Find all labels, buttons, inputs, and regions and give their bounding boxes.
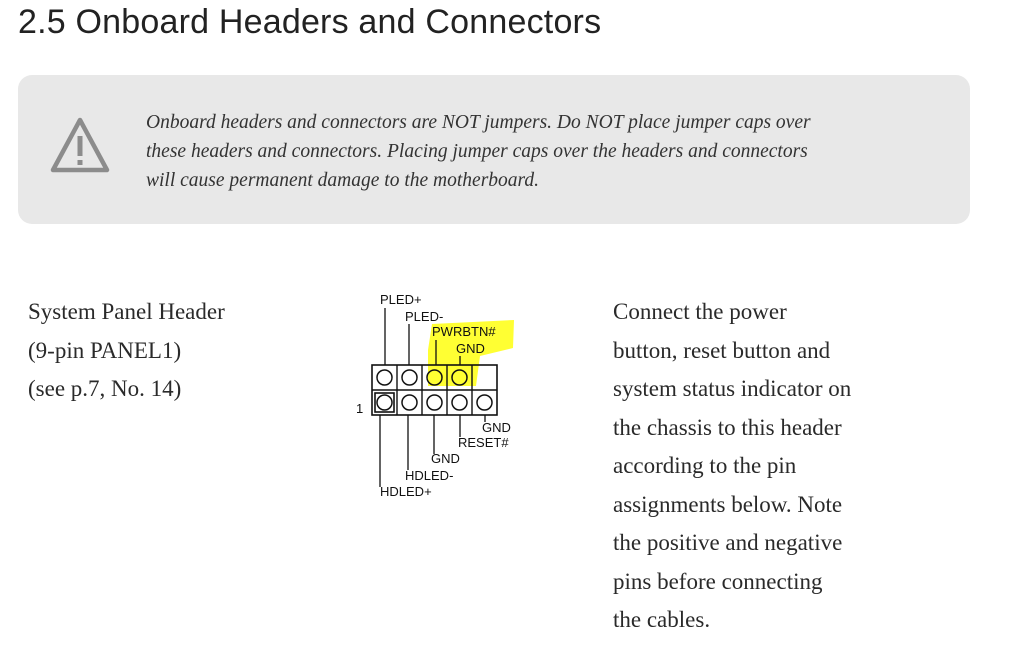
header-reference: (see p.7, No. 14)	[28, 376, 182, 401]
description-line: the chassis to this header	[613, 414, 842, 440]
label-pwrbtn: PWRBTN#	[432, 324, 496, 339]
panel-header-pin-diagram: PLED+ PLED- PWRBTN# GND 1 GND RESET# GND…	[356, 292, 514, 499]
label-pled-minus: PLED-	[405, 309, 443, 324]
label-gnd-right: GND	[482, 420, 511, 435]
warning-line: Onboard headers and connectors are NOT j…	[146, 112, 811, 133]
label-gnd-mid: GND	[431, 451, 460, 466]
description-line: pins before connecting	[613, 568, 823, 594]
label-gnd-top: GND	[456, 341, 485, 356]
description-line: the positive and negative	[613, 530, 843, 555]
warning-text: Onboard headers and connectors are NOT j…	[146, 108, 906, 195]
header-name: System Panel Header	[28, 299, 225, 324]
label-pin1: 1	[356, 401, 363, 416]
description: Connect the power button, reset button a…	[613, 293, 851, 640]
description-line: system status indicator on	[613, 376, 852, 401]
label-hdled-plus: HDLED+	[380, 484, 432, 499]
warning-box	[18, 75, 970, 224]
page-title: 2.5 Onboard Headers and Connectors	[18, 3, 602, 41]
description-line: the cables.	[613, 607, 711, 632]
header-pin-count: (9-pin PANEL1)	[28, 337, 182, 363]
description-line: Connect the power	[613, 299, 787, 324]
label-hdled-minus: HDLED-	[405, 468, 453, 483]
warning-triangle-icon	[50, 117, 110, 173]
header-info: System Panel Header (9-pin PANEL1) (see …	[28, 293, 225, 409]
description-line: button, reset button and	[613, 337, 831, 363]
label-pled-plus: PLED+	[380, 292, 422, 307]
description-line: assignments below. Note	[613, 491, 843, 517]
warning-line: will cause permanent damage to the mothe…	[146, 170, 540, 191]
warning-line: these headers and connectors. Placing ju…	[146, 141, 808, 162]
description-line: according to the pin	[613, 453, 797, 478]
highlight	[428, 320, 514, 386]
label-reset: RESET#	[458, 435, 509, 450]
